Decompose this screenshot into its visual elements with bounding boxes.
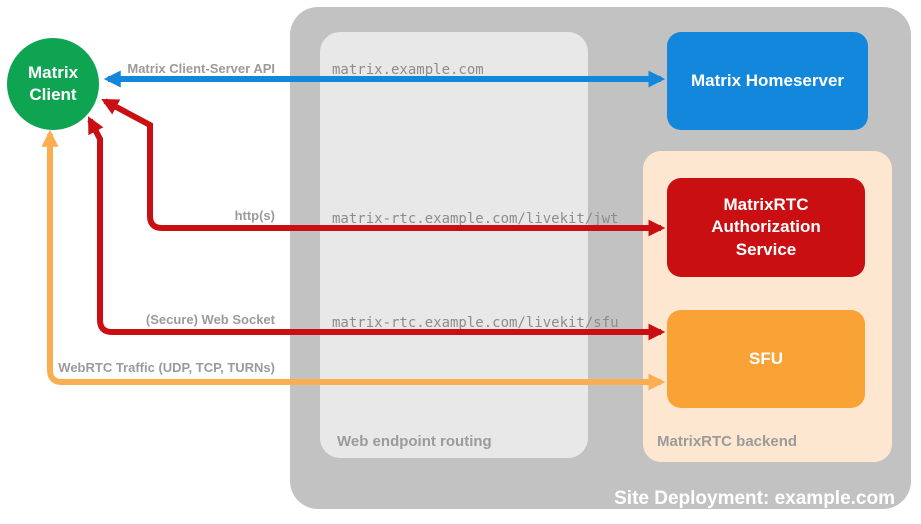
route-livekit-jwt: matrix-rtc.example.com/livekit/jwt [332, 211, 619, 227]
node-matrix-client: Matrix Client [7, 38, 99, 130]
node-matrixrtc-auth-service: MatrixRTC Authorization Service [667, 178, 865, 277]
web-endpoint-routing-container: Web endpoint routing [320, 32, 588, 458]
matrix-client-label: Matrix Client [27, 62, 79, 104]
edge-label-client-server-api: Matrix Client-Server API [127, 61, 275, 76]
edge-label-websocket: (Secure) Web Socket [145, 312, 275, 327]
node-matrix-homeserver: Matrix Homeserver [667, 32, 868, 130]
edge-label-https: http(s) [234, 208, 275, 223]
matrix-homeserver-label: Matrix Homeserver [690, 70, 845, 90]
site-deployment-label: Site Deployment: example.com [614, 488, 895, 509]
matrixrtc-backend-label: MatrixRTC backend [657, 433, 798, 450]
edge-label-webrtc-traffic: WebRTC Traffic (UDP, TCP, TURNs) [58, 360, 275, 375]
node-sfu: SFU [667, 310, 865, 408]
route-livekit-sfu: matrix-rtc.example.com/livekit/sfu [332, 315, 619, 331]
sfu-label: SFU [749, 348, 783, 368]
route-matrix-example-com: matrix.example.com [332, 62, 484, 78]
matrixrtc-auth-service-label: MatrixRTC Authorization Service [711, 195, 821, 259]
web-endpoint-routing-label: Web endpoint routing [337, 433, 492, 450]
